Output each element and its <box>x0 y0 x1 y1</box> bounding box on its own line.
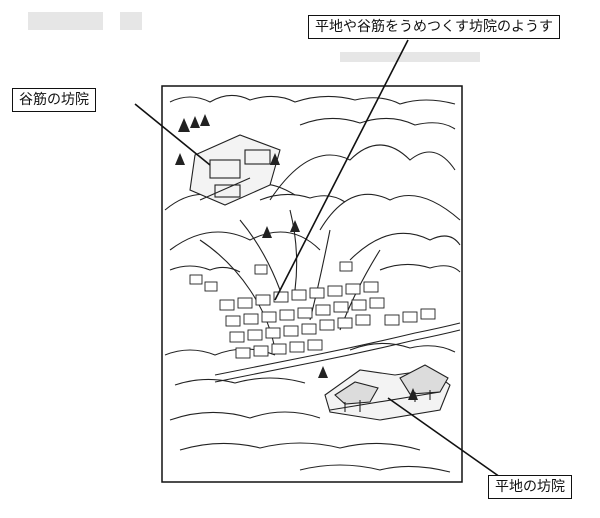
label-flat-and-valley-temples: 平地や谷筋をうめつくす坊院のようす <box>308 15 560 39</box>
valley-temple-compound <box>189 134 281 206</box>
dense-temple-buildings <box>189 261 436 359</box>
leader-line-dense <box>274 39 409 301</box>
flatland-temple <box>324 364 451 421</box>
leader-lines <box>134 39 501 478</box>
label-flatland-temples: 平地の坊院 <box>488 475 572 499</box>
label-valley-temples: 谷筋の坊院 <box>12 88 96 112</box>
trees <box>175 114 418 400</box>
background-faint-text <box>28 12 480 62</box>
leader-line-flatland <box>387 397 501 478</box>
landscape-drawing <box>164 94 461 473</box>
leader-line-valley <box>134 103 211 166</box>
